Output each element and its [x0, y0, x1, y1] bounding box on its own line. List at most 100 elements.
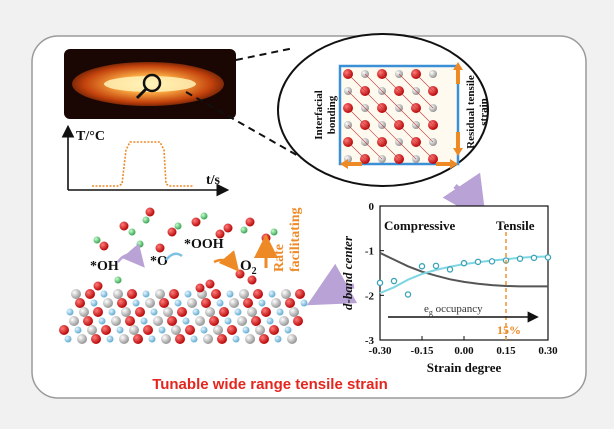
slab-atom	[195, 316, 205, 326]
slab-atom	[276, 308, 284, 316]
interfacial-label-2: bonding	[326, 95, 338, 134]
residual-label-1: Residual tensile	[465, 75, 477, 149]
slab-atom	[227, 325, 237, 335]
lattice-bond	[364, 73, 383, 92]
d-band-point	[488, 258, 496, 265]
slab-atom	[289, 307, 299, 317]
x-tick-label: 0.00	[454, 345, 474, 357]
lattice-bond	[398, 107, 417, 126]
slab-atom	[174, 299, 182, 307]
slab-atom	[163, 307, 173, 317]
slab-atom	[229, 298, 239, 308]
slab-atom	[148, 335, 156, 343]
hydrogen-atom	[136, 240, 144, 248]
slab-atom	[155, 289, 165, 299]
lattice-bond	[381, 107, 400, 126]
oxygen-atom	[205, 279, 215, 289]
slab-atom	[133, 334, 143, 344]
slab-atom	[184, 290, 192, 298]
slab-atom	[125, 316, 135, 326]
slab-atom	[239, 289, 249, 299]
lattice-bond	[398, 90, 417, 109]
interfacial-label-1: Interfacial	[313, 90, 325, 139]
slab-atom	[284, 326, 292, 334]
slab-atom	[217, 334, 227, 344]
lattice-zoom: Interfacial bonding Residual tensile str…	[277, 33, 490, 187]
slab-atom	[75, 298, 85, 308]
lattice-bond	[398, 73, 417, 92]
slab-atom	[213, 325, 223, 335]
lattice-bond	[381, 73, 400, 92]
y-tick-label: 0	[369, 201, 375, 213]
strain-arrowhead-down	[453, 148, 463, 156]
slab-atom	[237, 316, 247, 326]
lattice-bond	[415, 124, 434, 143]
slab-atom	[209, 316, 219, 326]
slab-atom	[108, 308, 116, 316]
zoom-line-top	[235, 47, 295, 61]
slab-atom	[91, 334, 101, 344]
slab-atom	[295, 289, 305, 299]
slab-atom	[101, 325, 111, 335]
hydrogen-atom	[114, 276, 122, 284]
slab-atom	[100, 290, 108, 298]
slab-atom	[140, 317, 148, 325]
slab-atom	[83, 316, 93, 326]
lattice-bond	[415, 73, 434, 92]
slab-atom	[285, 298, 295, 308]
slab-atom	[281, 289, 291, 299]
x-tick-label: -0.30	[369, 345, 392, 357]
rate-label-2: facilitating	[288, 207, 303, 272]
slab-atom	[300, 299, 308, 307]
inset-x-label: t/s	[206, 173, 221, 188]
slab-atom	[150, 308, 158, 316]
chart-x-label: Strain degree	[427, 360, 502, 375]
slab-atom	[293, 316, 303, 326]
slab-atom	[190, 335, 198, 343]
slab-atom	[167, 316, 177, 326]
slab-atom	[251, 316, 261, 326]
strain-arrowhead-left	[340, 159, 348, 169]
d-band-point	[404, 291, 412, 298]
x-tick-label: -0.15	[411, 345, 434, 357]
species-o2-label: O2	[240, 258, 257, 277]
lattice-bond	[415, 90, 434, 109]
slab-atom	[161, 334, 171, 344]
y-tick-label: -2	[365, 290, 375, 302]
oxygen-atom	[215, 229, 225, 239]
d-band-point	[446, 266, 454, 273]
slab-atom	[90, 299, 98, 307]
slab-atom	[71, 289, 81, 299]
lattice-bond	[364, 141, 383, 160]
step-arrow-2	[165, 252, 183, 261]
hydrogen-atom	[240, 226, 248, 234]
d-band-point	[432, 262, 440, 270]
lattice-frame	[338, 64, 460, 166]
occupancy-label: eg occupancy	[424, 303, 483, 317]
marker-label: 15%	[497, 323, 521, 337]
oxygen-atom	[167, 227, 177, 237]
slab-atom	[98, 317, 106, 325]
slab-atom	[74, 326, 82, 334]
slab-atom	[132, 299, 140, 307]
lattice-bond	[347, 141, 366, 160]
d-band-point	[474, 258, 482, 266]
slab-atom	[259, 334, 269, 344]
slab-atom	[268, 290, 276, 298]
d-band-point	[418, 263, 426, 270]
d-band-points	[376, 254, 552, 298]
slab-atom	[274, 335, 282, 343]
temperature-profile-line	[92, 141, 194, 187]
lattice-atoms	[343, 69, 438, 164]
lattice-bond	[347, 107, 366, 126]
slab-atom	[129, 325, 139, 335]
temperature-inset: T/°C t/s	[61, 124, 230, 197]
slab-atom	[69, 316, 79, 326]
lattice-bond	[415, 141, 434, 160]
slab-atom	[175, 334, 185, 344]
slab-atom	[158, 326, 166, 334]
slab-atom	[243, 298, 253, 308]
chart-y-label: d-band center	[340, 235, 355, 310]
